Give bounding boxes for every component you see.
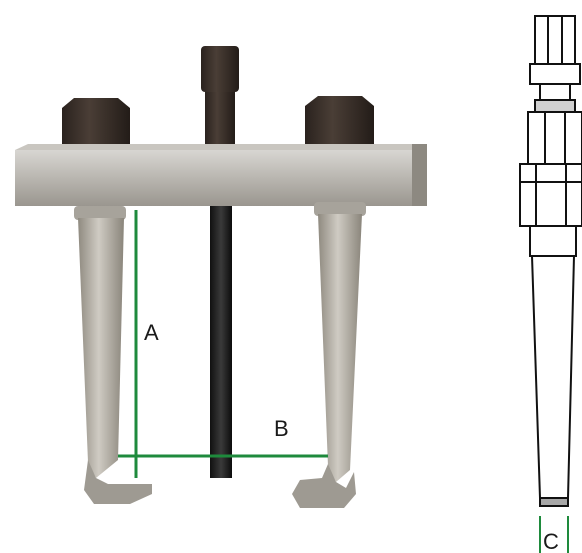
dimension-b-label: B [274, 416, 289, 441]
dimension-a-label: A [144, 320, 159, 345]
left-nut [62, 98, 130, 152]
cross-bar [15, 144, 427, 206]
right-nut [305, 96, 374, 152]
left-jaw [74, 206, 152, 504]
side-view-drawing [519, 15, 582, 553]
dimension-c-label: C [543, 529, 559, 553]
puller-photo: A B [15, 46, 427, 508]
spindle [201, 46, 239, 478]
right-jaw [292, 202, 366, 508]
